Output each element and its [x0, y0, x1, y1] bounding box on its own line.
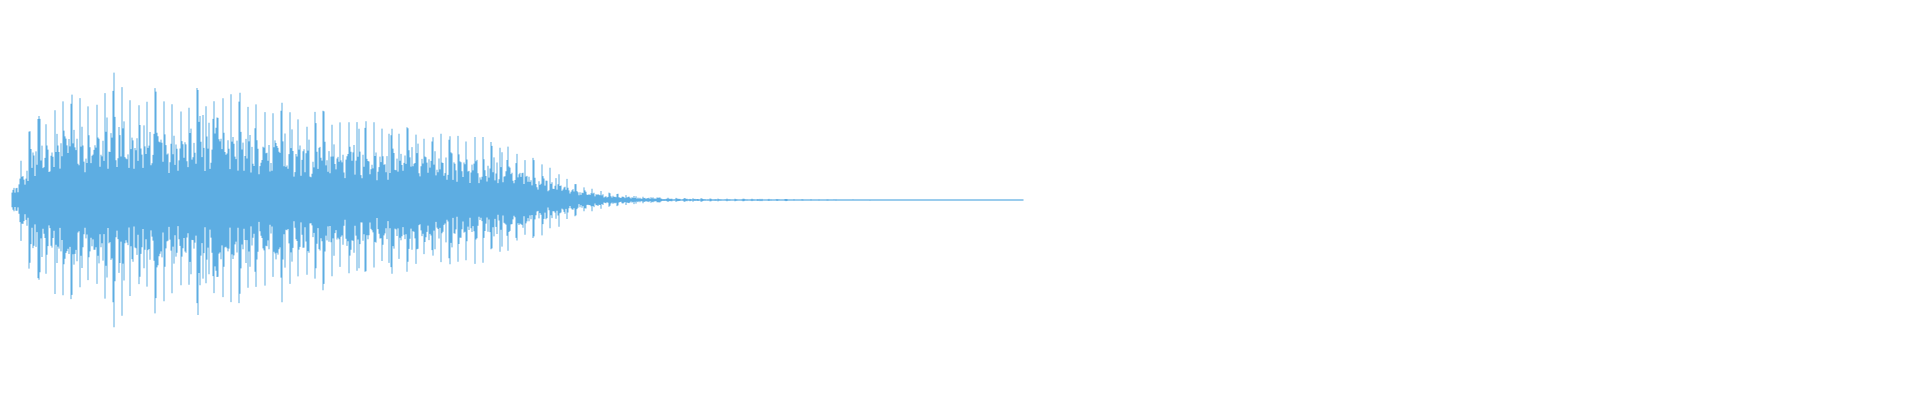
waveform-trace — [11, 72, 1024, 328]
